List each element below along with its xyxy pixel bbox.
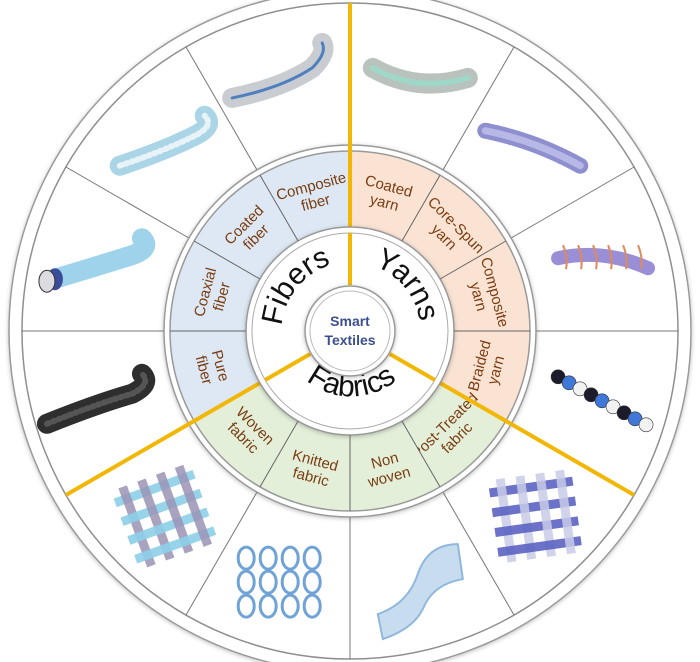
segment-label-line: fiber (192, 354, 216, 387)
center-circle: Smart Textiles (304, 285, 396, 377)
segment-label-line: yarn (484, 354, 508, 387)
category-divider-inner (264, 352, 312, 382)
nonwoven-fabric-image (376, 543, 464, 641)
segment-label-line: fiber (210, 280, 234, 313)
segment-divider (193, 240, 261, 280)
segment-divider (439, 240, 507, 280)
segment-label-line: Non (369, 449, 400, 473)
segment-label-line: yarn (466, 280, 490, 313)
center-title-line1: Smart (330, 313, 370, 329)
outer-divider (185, 46, 258, 171)
outer-divider (442, 46, 515, 171)
coaxial-tube-fiber-image (38, 228, 156, 293)
post-treated-fabric-image (488, 469, 582, 563)
braided-yarn-image (550, 369, 654, 433)
core-spun-yarn-image (477, 122, 589, 174)
category-divider-line (64, 422, 190, 497)
segment-label-line: fiber (299, 191, 332, 215)
outer-divider (442, 491, 515, 616)
category-divider-inner (388, 352, 436, 382)
category-divider-line (510, 422, 636, 497)
coated-yarn-image (362, 57, 478, 94)
center-title-line2: Textiles (324, 332, 375, 348)
outer-divider (185, 491, 258, 616)
outer-divider (65, 166, 190, 239)
segment-divider (401, 174, 441, 242)
knitted-fabric-image (236, 545, 322, 619)
composite-yarn-image (551, 244, 656, 276)
inner-dividers (170, 174, 530, 511)
composite-tube-fiber-image (222, 32, 334, 108)
segment-divider (401, 420, 441, 488)
black-hook-fiber-image (36, 363, 156, 434)
segment-braided-yarn: Braidedyarn (439, 330, 531, 422)
segment-woven-fabric: Wovenfabric (193, 382, 299, 488)
segment-label: Coaxialfiber (191, 266, 237, 323)
segment-label: Purefiber (191, 348, 232, 387)
category-divider-line (439, 381, 513, 426)
outer-image-ring (22, 32, 678, 659)
segment-coated-fiber: Coatedfiber (193, 174, 299, 280)
outer-divider (510, 166, 635, 239)
segment-coaxial-fiber: Coaxialfiber (169, 240, 261, 332)
segment-divider (259, 420, 299, 488)
segment-non-woven: Nonwoven (349, 420, 441, 512)
segment-label: Braidedyarn (465, 339, 511, 398)
segment-divider (259, 174, 299, 242)
segment-knitted-fabric: Knittedfabric (259, 420, 351, 512)
category-divider-line (187, 381, 261, 426)
segment-label-line: yarn (368, 191, 401, 215)
segment-label: Knittedfabric (286, 447, 340, 492)
segment-composite-fiber: Compositefiber (259, 150, 351, 242)
woven-fabric-image (113, 464, 217, 568)
speckled-hook-fiber-image (109, 105, 218, 176)
